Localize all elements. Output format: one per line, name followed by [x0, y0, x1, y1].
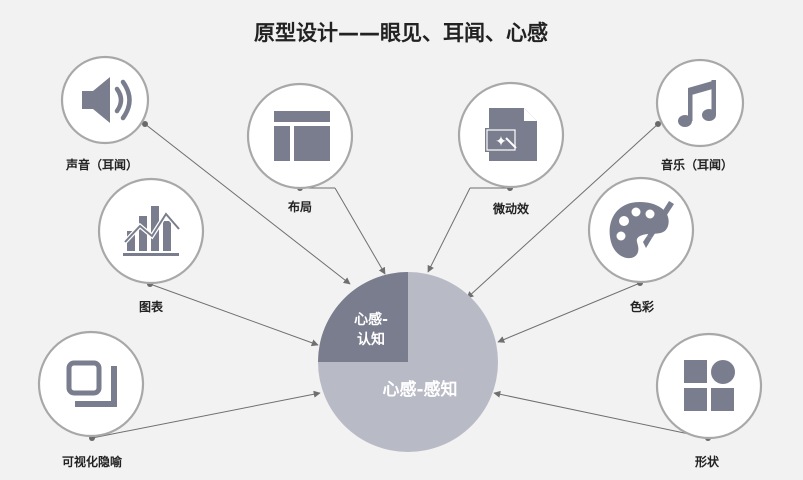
center-circle: 心感- 认知 心感-感知	[318, 272, 498, 452]
speaker-icon	[82, 77, 132, 123]
node-sound: 声音（耳闻）	[60, 55, 150, 172]
palette-icon	[609, 201, 674, 259]
node-shape-circle	[655, 332, 763, 440]
connector-music	[466, 123, 659, 299]
center-main-label: 心感-感知	[382, 379, 457, 400]
bar-chart-icon	[123, 206, 181, 256]
node-layout: 布局	[246, 82, 354, 214]
center-quarter-area	[318, 272, 408, 362]
connector-color	[497, 282, 641, 343]
node-shape-label: 形状	[695, 454, 720, 469]
connector-motion	[427, 187, 471, 273]
connector-metaphor	[91, 390, 321, 439]
metaphor-shape-icon	[66, 360, 117, 407]
animation-file-icon: ✦	[485, 108, 537, 161]
node-motion: ✦ 微动效	[457, 81, 565, 216]
node-color: 色彩	[587, 176, 695, 314]
layout-icon	[274, 111, 330, 161]
shapes-icon	[684, 360, 735, 411]
node-metaphor-circle	[37, 330, 145, 438]
node-layout-label: 布局	[288, 199, 312, 214]
connector-layout	[334, 187, 386, 275]
node-sound-label: 声音（耳闻）	[65, 157, 138, 172]
node-music-label: 音乐（耳闻）	[661, 157, 733, 172]
node-music: 音乐（耳闻）	[655, 58, 745, 172]
node-shape: 形状	[655, 332, 763, 469]
svg-text:✦: ✦	[495, 134, 507, 150]
node-music-circle	[655, 58, 745, 148]
music-note-icon	[678, 80, 716, 127]
node-metaphor-label: 可视化隐喻	[62, 454, 123, 469]
center-quarter-label-line2: 认知	[357, 331, 385, 348]
node-chart-label: 图表	[139, 299, 164, 314]
node-color-label: 色彩	[630, 299, 654, 314]
connector-sound	[144, 123, 351, 285]
node-metaphor: 可视化隐喻	[37, 330, 145, 469]
connector-chart	[149, 283, 319, 347]
connector-shape	[493, 390, 709, 439]
node-motion-label: 微动效	[492, 201, 530, 216]
page-title: 原型设计——眼见、耳闻、心感	[254, 21, 548, 45]
center-quarter-label-line1: 心感-	[354, 311, 388, 328]
node-chart: 图表	[97, 177, 205, 314]
